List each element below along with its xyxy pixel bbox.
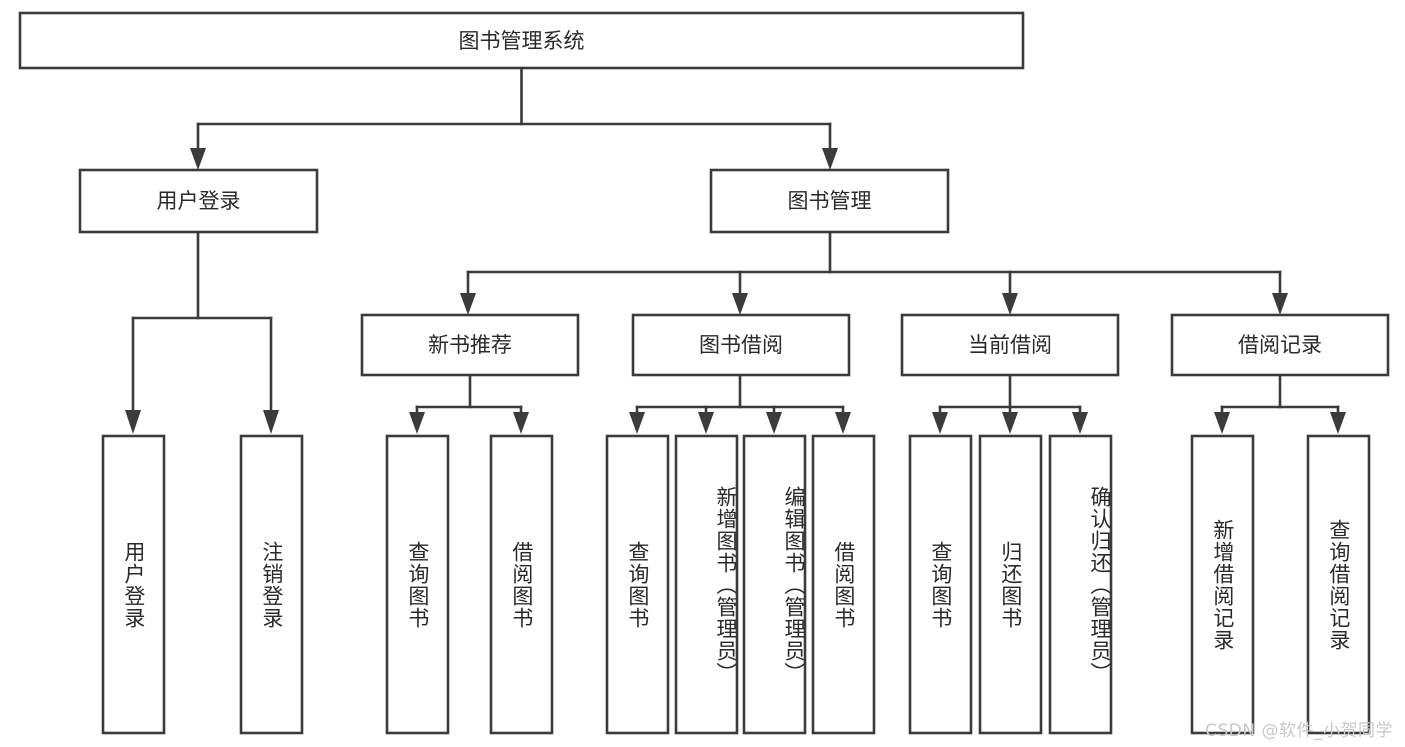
arrow-book-borrow-leaf-1 bbox=[629, 412, 645, 434]
node-leaf-book-borrow-2-box[interactable] bbox=[674, 434, 739, 735]
arrow-book-manage-to-current-borrow bbox=[1002, 293, 1018, 315]
connector-group-book-manage bbox=[460, 230, 1288, 315]
node-leaf-book-borrow-1-box[interactable] bbox=[605, 434, 670, 735]
arrow-new-book-leaf-1 bbox=[409, 412, 425, 434]
arrow-current-borrow-leaf-2 bbox=[1002, 412, 1018, 434]
node-leaf-new-book-2-box[interactable] bbox=[489, 434, 554, 735]
connector-group-borrow-record bbox=[1214, 373, 1346, 434]
arrow-borrow-record-leaf-2 bbox=[1330, 412, 1346, 434]
arrow-user-login-leaf-1 bbox=[125, 410, 141, 434]
arrow-book-manage-to-book-borrow bbox=[732, 293, 748, 315]
node-book-manage-box[interactable] bbox=[709, 168, 950, 234]
connector-group-new-book bbox=[409, 373, 529, 434]
node-borrow-record-label: 借阅记录 bbox=[1238, 333, 1322, 357]
connector-group-user-login bbox=[125, 230, 279, 434]
arrow-book-manage-to-borrow-record bbox=[1272, 293, 1288, 315]
arrow-book-borrow-leaf-3 bbox=[766, 412, 782, 434]
arrow-book-borrow-leaf-4 bbox=[835, 412, 851, 434]
arrow-user-login-leaf-2 bbox=[263, 410, 279, 434]
arrow-current-borrow-leaf-1 bbox=[932, 412, 948, 434]
arrow-new-book-leaf-2 bbox=[513, 412, 529, 434]
node-leaf-book-borrow-4-box[interactable] bbox=[811, 434, 876, 735]
node-user-login-box[interactable] bbox=[78, 168, 319, 234]
node-leaf-current-borrow-2-box[interactable] bbox=[978, 434, 1043, 735]
node-leaf-borrow-record-1-box[interactable] bbox=[1190, 434, 1255, 735]
arrow-current-borrow-leaf-3 bbox=[1072, 412, 1088, 434]
arrow-book-borrow-leaf-2 bbox=[698, 412, 714, 434]
node-leaf-user-login-2-box[interactable] bbox=[239, 434, 304, 735]
node-root-label: 图书管理系统 bbox=[459, 29, 585, 53]
connector-group-current-borrow bbox=[932, 373, 1088, 434]
node-book-borrow-label: 图书借阅 bbox=[699, 333, 783, 357]
node-book-borrow-box[interactable] bbox=[631, 313, 851, 377]
node-user-login-label: 用户登录 bbox=[157, 189, 241, 213]
arrow-root-to-user-login bbox=[190, 148, 206, 170]
connector-group-book-borrow bbox=[629, 373, 851, 434]
node-leaf-current-borrow-1-box[interactable] bbox=[908, 434, 973, 735]
node-leaf-new-book-1-box[interactable] bbox=[385, 434, 450, 735]
node-leaf-book-borrow-3-box[interactable] bbox=[742, 434, 807, 735]
node-current-borrow-label: 当前借阅 bbox=[968, 333, 1052, 357]
arrow-book-manage-to-new-book bbox=[460, 293, 476, 315]
node-leaf-borrow-record-2-box[interactable] bbox=[1306, 434, 1371, 735]
watermark: CSDN @软件_小贺同学 bbox=[1205, 721, 1393, 741]
arrow-borrow-record-leaf-1 bbox=[1214, 412, 1230, 434]
node-leaf-user-login-1-box[interactable] bbox=[101, 434, 166, 735]
node-current-borrow-box[interactable] bbox=[900, 313, 1120, 377]
node-root-box[interactable] bbox=[18, 11, 1025, 70]
node-book-manage-label: 图书管理 bbox=[788, 189, 872, 213]
node-borrow-record-box[interactable] bbox=[1170, 313, 1390, 377]
node-leaf-current-borrow-3-box[interactable] bbox=[1048, 434, 1113, 735]
arrow-root-to-book-manage bbox=[822, 148, 838, 170]
node-new-book-label: 新书推荐 bbox=[428, 333, 512, 357]
node-new-book-box[interactable] bbox=[360, 313, 580, 377]
connector-group-root bbox=[190, 66, 838, 170]
